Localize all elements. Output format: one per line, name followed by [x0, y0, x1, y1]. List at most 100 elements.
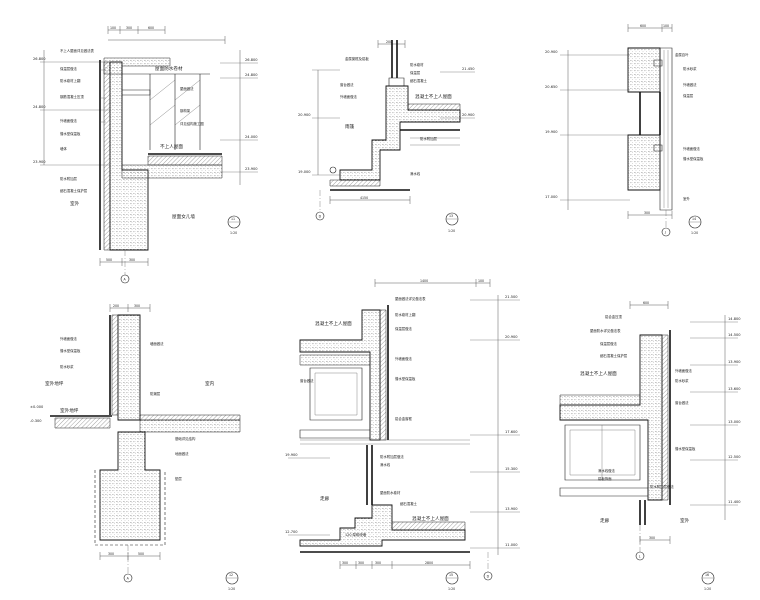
svg-text:墙体: 墙体: [60, 146, 67, 151]
roof-insulation: [147, 155, 223, 166]
svg-text:憎水型保温板: 憎水型保温板: [683, 156, 704, 161]
dim-text: 600: [643, 301, 649, 305]
svg-text:地面做法: 地面做法: [175, 451, 189, 456]
svg-text:基础详见结构: 基础详见结构: [175, 436, 196, 441]
level-text: 17.600: [505, 430, 518, 434]
wall-insulation: [661, 334, 669, 501]
svg-text:保温层做法: 保温层做法: [60, 66, 78, 71]
level-text: 20.650: [545, 85, 558, 89]
detail-14: 600 100 20.900 20.650 19.900 17.000 金属百叶…: [545, 24, 704, 237]
dim-text: 2800: [425, 561, 433, 565]
note-text: 室外: [70, 200, 80, 207]
roof-slab: [559, 394, 641, 406]
insulation-layer: [103, 61, 111, 251]
note-text: 走廊: [600, 517, 610, 524]
detail-scale: 1:20: [691, 231, 698, 235]
detail-number: 16: [705, 573, 709, 577]
leader-notes: 外墙面做法 憎水型保温板 防水砂浆 墙面做法 防潮层 基础详见结构 地面做法 垫…: [60, 336, 196, 481]
svg-text:钢构架: 钢构架: [180, 108, 191, 113]
level-text: 26.800: [245, 58, 258, 62]
svg-text:憎水型保温板: 憎水型保温板: [60, 348, 81, 353]
leader-notes: 金属窗框及铝板 防水卷材 保温层 细石混凝土 窗台做法 外墙面做法 防水附加层: [340, 56, 438, 141]
dim-text: 4150: [360, 196, 368, 200]
floor-slab: [139, 419, 241, 433]
lower-insulation: [391, 521, 466, 531]
svg-text:保温层做法: 保温层做法: [600, 341, 618, 346]
axis-label: D: [487, 574, 490, 578]
floor-finish: [139, 414, 241, 421]
level-text: 13.900: [728, 360, 741, 364]
wall-insulation: [329, 179, 381, 187]
svg-text:铝板饰面: 铝板饰面: [598, 476, 612, 481]
dim-text: 300: [358, 561, 364, 565]
note-text: 混凝土不上人屋面: [580, 370, 617, 377]
level-text: 19.900: [285, 453, 298, 457]
svg-text:防水附加层: 防水附加层: [420, 136, 438, 141]
svg-text:外墙面做法: 外墙面做法: [60, 118, 78, 123]
dim-text: 200: [386, 40, 392, 44]
svg-text:外墙面做法: 外墙面做法: [683, 146, 701, 151]
svg-text:防水附加层做法: 防水附加层做法: [380, 454, 404, 459]
detail-scale: 1:20: [228, 587, 235, 591]
exterior-wall: [117, 314, 141, 421]
dim-text: 600: [148, 26, 154, 30]
leader-notes: 屋面做法详见做法表 防水卷材上翻 保温层做法 外墙面做法 憎水型保温板 铝合金窗…: [300, 296, 426, 537]
svg-text:细石混凝土: 细石混凝土: [410, 78, 428, 83]
svg-text:防水附加层: 防水附加层: [60, 176, 78, 181]
level-text: 21.500: [505, 295, 518, 299]
dim-text: 600: [640, 24, 646, 28]
level-text: 14.800: [728, 317, 741, 321]
level-text: 24.000: [245, 135, 258, 139]
upper-wall-panel: [627, 47, 661, 93]
svg-text:憎水型保温板: 憎水型保温板: [60, 131, 81, 136]
svg-text:防水卷材上翻: 防水卷材上翻: [395, 312, 416, 317]
note-text: 混凝土不上人屋面: [315, 320, 352, 327]
detail-12: 200 300 ±0.000 -0.300 室外地坪 室内 室外地坪 外墙面做法…: [30, 304, 241, 591]
svg-text:滴水线做法: 滴水线做法: [598, 468, 616, 473]
leader-notes: 铝合金压顶 屋面防水详见做法表 保温层做法 细石混凝土保护层 外墙面做法 防水砂…: [590, 314, 696, 489]
coping: [103, 57, 171, 75]
svg-text:详见结构施工图: 详见结构施工图: [180, 121, 204, 126]
svg-text:屋面防水详见做法表: 屋面防水详见做法表: [590, 328, 621, 333]
svg-text:窗台做法: 窗台做法: [675, 400, 689, 405]
level-text: 21.450: [462, 67, 475, 71]
svg-text:保温层做法: 保温层做法: [395, 326, 413, 331]
note-text: 混凝土不上人屋面: [415, 93, 452, 100]
level-text: 13.000: [728, 420, 741, 424]
level-text: 23.900: [245, 167, 258, 171]
level-text: 20.900: [298, 113, 311, 117]
dim-text: 500: [138, 552, 144, 556]
note-text: 屋面女儿墙: [172, 213, 195, 220]
svg-text:钢筋混凝土压顶: 钢筋混凝土压顶: [60, 94, 84, 99]
svg-text:外墙面做法: 外墙面做法: [395, 356, 413, 361]
detail-number: 15: [449, 573, 453, 577]
svg-text:细石混凝土保护层: 细石混凝土保护层: [600, 353, 628, 358]
detail-16: 600 14.800 14.500 13.900 13.600 13.000 1…: [559, 301, 741, 591]
top-dimension-chain: 100 300 600: [107, 26, 226, 44]
dim-text: 300: [126, 26, 132, 30]
leader-notes: 金属百叶 防水砂浆 外墙做法 保温层 外墙面做法 憎水型保温板 室外: [675, 52, 704, 201]
dim-text: 300: [644, 211, 650, 215]
level-text: 19.000: [298, 170, 311, 174]
level-markers: 14.800 14.500 13.900 13.600 13.000 12.50…: [690, 317, 741, 506]
svg-text:外墙面做法: 外墙面做法: [675, 368, 693, 373]
wall-insulation: [111, 314, 119, 416]
note-text: 不上人屋面: [160, 143, 183, 150]
detail-number: 12: [229, 573, 233, 577]
detail-15: 1400 100 21.500 20.900 17.600 15.300 13.…: [285, 279, 520, 591]
note-text: 混凝土不上人屋面: [412, 515, 449, 522]
note-text: 室内: [205, 380, 215, 387]
note-text: 屋面防水卷材: [155, 65, 183, 72]
svg-text:外墙做法: 外墙做法: [683, 82, 697, 87]
svg-text:防水砂浆: 防水砂浆: [675, 378, 689, 383]
level-text: 13.600: [728, 387, 741, 391]
level-text: 14.500: [728, 333, 741, 337]
level-text: 11.000: [505, 543, 518, 547]
level-text: 12.500: [728, 455, 741, 459]
svg-text:室外: 室外: [683, 196, 690, 201]
right-level-markers: 26.800 24.800 24.000 23.900: [220, 50, 258, 185]
level-text: 20.900: [545, 50, 558, 54]
level-text: 20.900: [462, 113, 475, 117]
level-markers: 21.500 20.900 17.600 15.300 13.900 11.00…: [470, 295, 520, 549]
